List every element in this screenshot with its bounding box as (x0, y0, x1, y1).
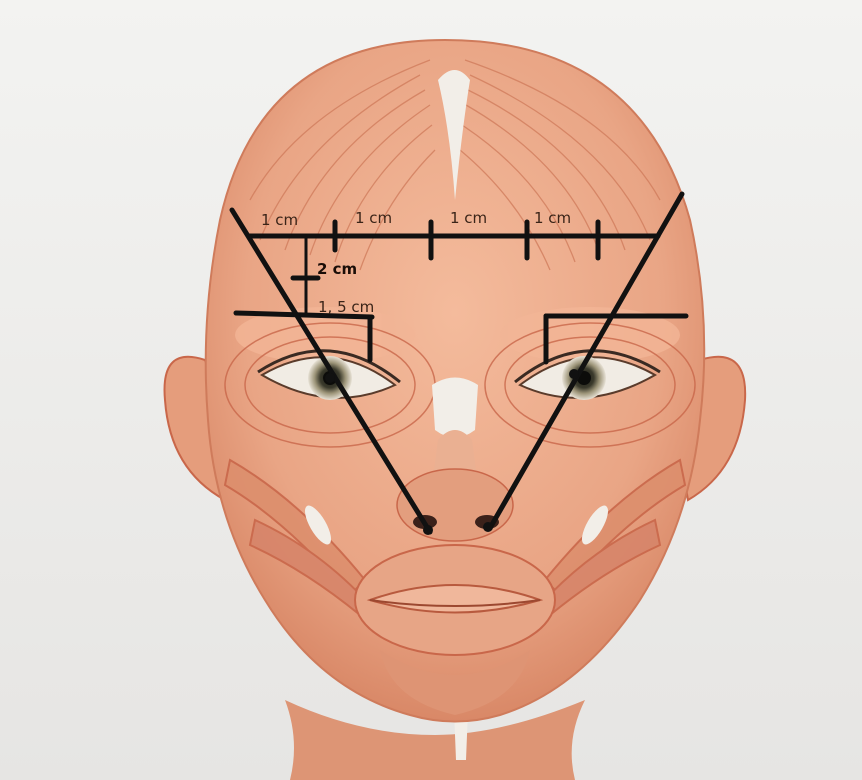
left-nostril-point (423, 525, 433, 535)
nasal-tendon (432, 378, 478, 438)
mouth (355, 545, 555, 655)
left-pupil-point (325, 373, 335, 383)
label-segment-4: 1 cm (534, 209, 571, 227)
label-vertical: 2 cm (317, 260, 357, 278)
label-horizontal: 1, 5 cm (318, 298, 374, 316)
label-segment-1: 1 cm (261, 211, 298, 229)
label-segment-3: 1 cm (450, 209, 487, 227)
label-segment-2: 1 cm (355, 209, 392, 227)
right-nostril-point (483, 522, 493, 532)
right-pupil-point (569, 369, 579, 379)
